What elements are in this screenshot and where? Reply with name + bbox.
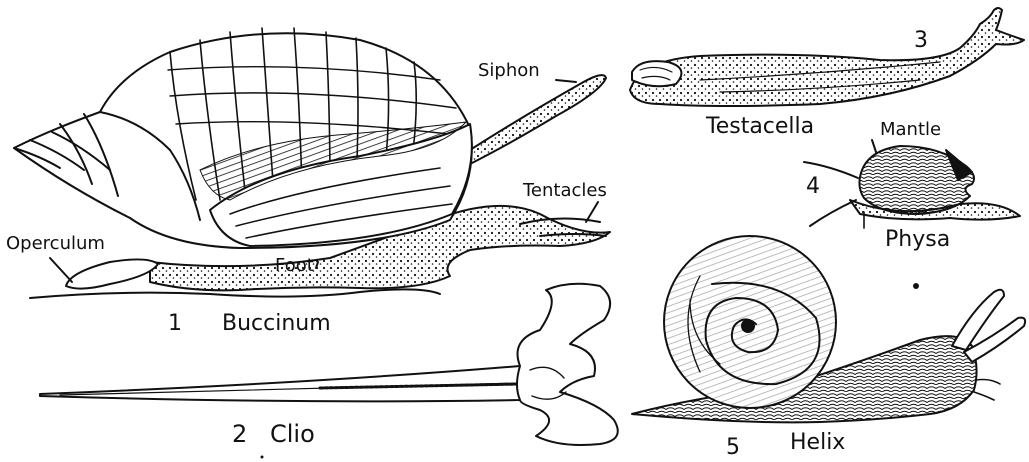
figure-2-name: Clio [270, 422, 315, 446]
foot-label: Foot [275, 257, 314, 275]
testacella-drawing [630, 8, 1024, 106]
siphon-leader-line [556, 80, 576, 82]
tentacles-label: Tentacles [523, 182, 607, 200]
mantle-leader-line [872, 140, 876, 152]
operculum-leader-line [50, 258, 72, 282]
buccinum-operculum [66, 259, 158, 288]
operculum-label: Operculum [6, 235, 105, 253]
figure-5-number: 5 [726, 437, 740, 459]
figure-2-number: 2 [232, 422, 247, 446]
mantle-label: Mantle [880, 121, 941, 139]
buccinum-shell [14, 28, 472, 248]
speck [913, 283, 919, 289]
clio-drawing [40, 284, 618, 445]
figure-4-name: Physa [885, 229, 950, 251]
clio-shell [40, 366, 524, 401]
helix-drawing [632, 236, 1025, 422]
figure-1-number: 1 [168, 313, 182, 335]
physa-shell [859, 146, 974, 214]
figure-1-name: Buccinum [222, 313, 331, 335]
physa-drawing [804, 140, 1020, 228]
testacella-shell [632, 61, 681, 86]
figure-4-number: 4 [806, 176, 820, 198]
siphon-label: Siphon [478, 62, 540, 80]
figure-3-number: 3 [914, 30, 928, 52]
clio-wings [517, 284, 618, 445]
figure-5-name: Helix [790, 432, 845, 454]
tentacles-leader-line [586, 202, 598, 222]
figure-3-name: Testacella [706, 116, 814, 138]
testacella-body [630, 8, 1024, 106]
buccinum-siphon [470, 75, 606, 164]
helix-shell [664, 236, 836, 408]
speck [261, 456, 264, 459]
